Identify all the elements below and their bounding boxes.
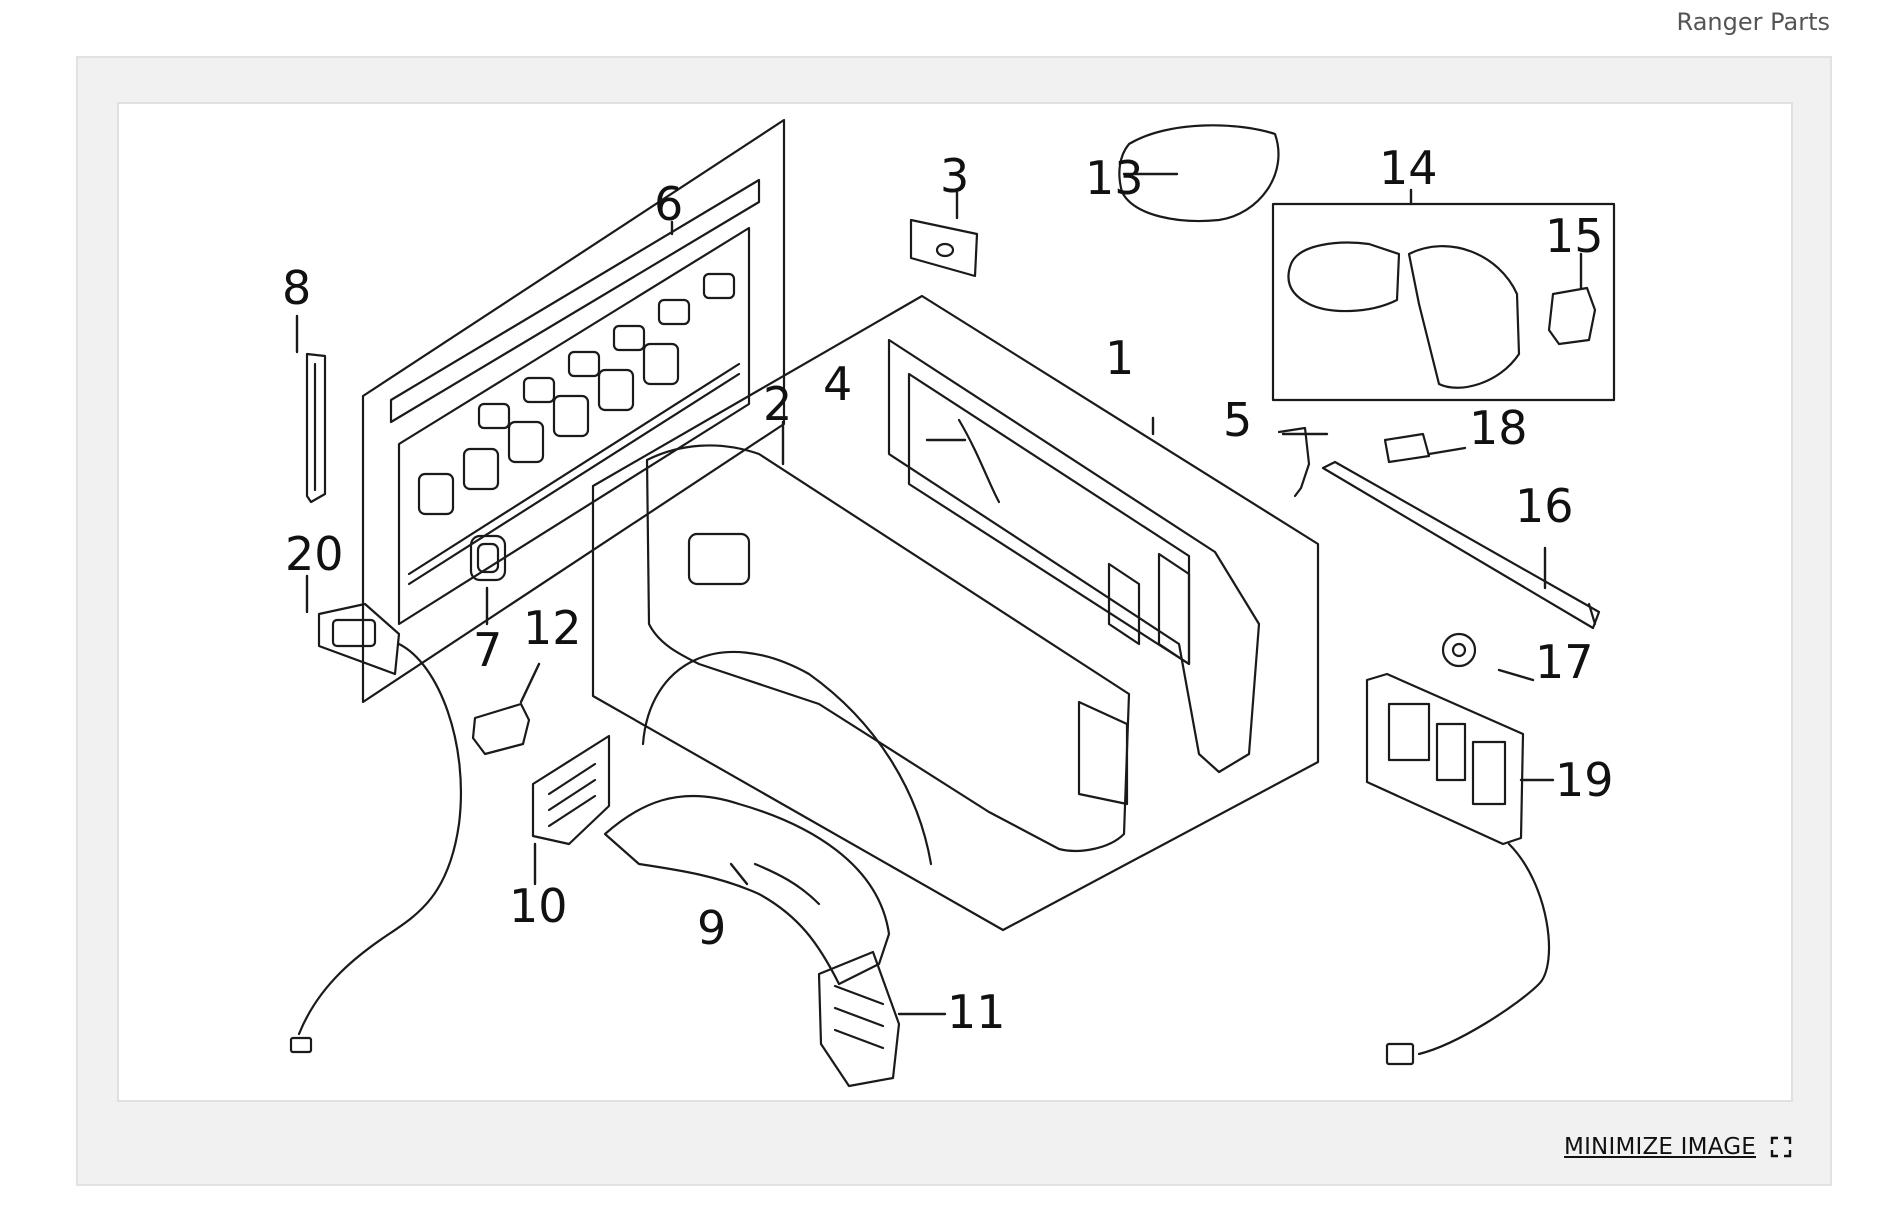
part-5-bracket — [1277, 426, 1311, 498]
part-19-lamp-harness — [1365, 672, 1551, 1066]
part-20-lamp-harness — [289, 602, 463, 1054]
callout-15: 15 — [1545, 209, 1604, 263]
image-viewer: 13 14 15 3 6 8 1 2 4 5 18 16 17 19 20 7 — [76, 56, 1832, 1186]
part-17-grommet — [1441, 632, 1477, 668]
callout-10: 10 — [509, 879, 568, 933]
callout-7: 7 — [473, 623, 502, 677]
callout-leaders — [295, 172, 1583, 1016]
expand-corners-icon — [1770, 1136, 1792, 1158]
part-8-bracket — [305, 352, 327, 504]
callout-17: 17 — [1535, 635, 1594, 689]
page-header-label: Ranger Parts — [1676, 8, 1830, 36]
part-4-inner-panel — [887, 338, 1261, 774]
callout-18: 18 — [1469, 401, 1528, 455]
parts-diagram[interactable]: 13 14 15 3 6 8 1 2 4 5 18 16 17 19 20 7 — [119, 104, 1791, 1100]
part-6-front-panel — [361, 118, 786, 704]
part-16-rail — [1321, 460, 1601, 630]
part-7-plug — [469, 534, 507, 582]
part-12-bracket — [471, 702, 531, 756]
callout-19: 19 — [1555, 753, 1614, 807]
callout-6: 6 — [654, 177, 683, 231]
callout-3: 3 — [940, 149, 969, 203]
callout-5: 5 — [1223, 393, 1252, 447]
minimize-image-button[interactable]: MINIMIZE IMAGE — [1564, 1134, 1792, 1160]
part-11-bracket — [817, 950, 901, 1088]
part-9-wheelhouse-liner — [603, 794, 891, 986]
callout-12: 12 — [523, 601, 582, 655]
part-1-box-outline — [591, 294, 1320, 932]
part-14-box-outline — [1271, 202, 1616, 402]
callout-9: 9 — [697, 901, 726, 955]
part-15-actuator — [1547, 286, 1597, 346]
callout-14: 14 — [1379, 141, 1438, 195]
minimize-image-label: MINIMIZE IMAGE — [1564, 1134, 1756, 1160]
callout-8: 8 — [282, 261, 311, 315]
callout-16: 16 — [1515, 479, 1574, 533]
callout-2: 2 — [763, 377, 792, 431]
callout-1: 1 — [1105, 331, 1134, 385]
part-13-cover — [1118, 124, 1280, 223]
part-10-inner-bracket — [531, 734, 611, 846]
callout-13: 13 — [1085, 151, 1144, 205]
callout-4: 4 — [823, 357, 852, 411]
callout-20: 20 — [285, 527, 344, 581]
parts-diagram-frame: 13 14 15 3 6 8 1 2 4 5 18 16 17 19 20 7 — [117, 102, 1793, 1102]
part-18-clip — [1383, 432, 1431, 464]
callout-11: 11 — [947, 985, 1006, 1039]
part-3-clip — [909, 218, 979, 278]
part-2-fender — [641, 444, 1131, 866]
